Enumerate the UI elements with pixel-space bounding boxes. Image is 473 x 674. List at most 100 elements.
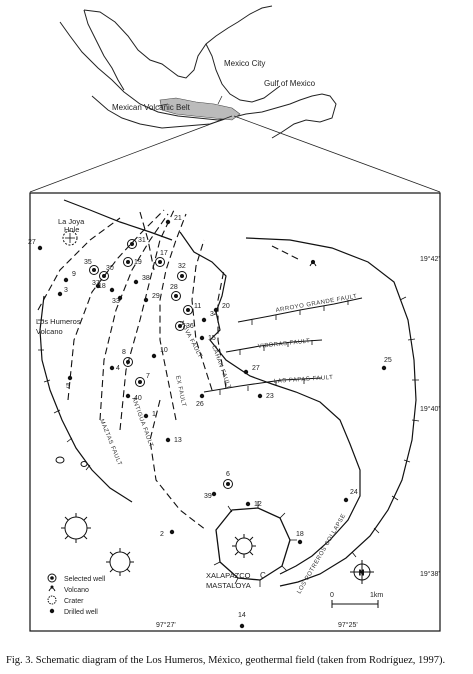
selected-well-ring xyxy=(183,305,193,315)
well-dot xyxy=(199,335,205,341)
scale-one: 1km xyxy=(370,592,383,599)
well-dot xyxy=(117,295,123,301)
inset-mexico-city-1: Mexico City xyxy=(224,59,265,68)
zoom-line-left xyxy=(29,115,233,193)
selected-well-ring xyxy=(123,357,133,367)
well-w6: 6 xyxy=(223,471,233,489)
well-w18: 18 xyxy=(98,283,115,293)
volcano-label: Volcano xyxy=(36,327,63,336)
well-w35: 35 xyxy=(84,259,99,275)
xalapazco-crater xyxy=(213,501,297,587)
well-w12: 12 xyxy=(245,501,262,508)
well-label: 19 xyxy=(134,259,142,266)
well-dot xyxy=(151,353,157,359)
map-frame xyxy=(29,192,441,632)
los-humeros-label: Los Humeros xyxy=(36,317,81,326)
legend-volcano: Volcano xyxy=(64,587,89,594)
lat-label-40: 19°40' xyxy=(420,405,440,413)
well-dot xyxy=(67,375,73,381)
well-label: 38 xyxy=(142,275,150,282)
ew-faults xyxy=(203,297,363,395)
mastaloya-label: MASTALOYA xyxy=(206,581,251,590)
well-w1: 1 xyxy=(143,411,156,419)
well-dot xyxy=(297,539,303,545)
well-w13: 13 xyxy=(165,437,182,444)
well-dot xyxy=(178,324,182,328)
well-dot xyxy=(169,529,175,535)
well-label: 8 xyxy=(122,349,126,356)
well-dot xyxy=(92,268,96,272)
well-label: 35 xyxy=(84,259,92,266)
lat-label-42: 19°42' xyxy=(420,255,440,263)
well-label: 24 xyxy=(350,489,358,496)
lon-label-27: 97°27' xyxy=(156,621,176,629)
well-label: 13 xyxy=(174,437,182,444)
well-w24: 24 xyxy=(343,489,358,503)
well-dot xyxy=(257,393,263,399)
wells-layer: 2793353037183331193829211732281134362015… xyxy=(28,215,392,629)
well-dot xyxy=(245,501,251,507)
well-label: 40 xyxy=(134,395,142,402)
well-label: 15 xyxy=(208,335,216,342)
vibdras-fault-label: VIBDRAS FAULT xyxy=(258,339,311,350)
well-label: 14 xyxy=(238,612,246,619)
well-dot xyxy=(165,437,171,443)
well-dot xyxy=(226,482,230,486)
well-label: 23 xyxy=(266,393,274,400)
well-label: 4 xyxy=(116,365,120,372)
well-label: 33 xyxy=(112,298,120,305)
legend-crater: Crater xyxy=(64,598,84,605)
well-w7: 7 xyxy=(135,373,150,387)
well-dot xyxy=(199,393,205,399)
selected-well-ring xyxy=(99,271,109,281)
hole-label: Hole xyxy=(64,225,79,234)
well-w34: 34 xyxy=(201,311,218,323)
well-dot xyxy=(243,369,249,375)
well-dot xyxy=(174,294,178,298)
well-w20: 20 xyxy=(213,303,230,313)
crater-symbols xyxy=(55,456,256,576)
well-label: 10 xyxy=(160,347,168,354)
well-label: 1 xyxy=(152,411,156,418)
well-w28: 28 xyxy=(170,284,181,301)
well-label: 20 xyxy=(222,303,230,310)
well-dot xyxy=(201,317,207,323)
selected-well-ring xyxy=(177,271,187,281)
selected-well-ring xyxy=(175,321,185,331)
well-dot xyxy=(109,365,115,371)
legend-selected-well: Selected well xyxy=(64,576,106,583)
mexico-coast-west xyxy=(91,95,229,129)
well-label: 2 xyxy=(160,531,164,538)
los-humeros-caldera xyxy=(38,199,420,587)
well-label: 29 xyxy=(152,293,160,300)
well-w9: 9 xyxy=(63,271,76,283)
well-label: 36 xyxy=(186,323,194,330)
well-label: 21 xyxy=(174,215,182,222)
selected-well-ring xyxy=(135,377,145,387)
dashed-faults xyxy=(37,209,301,531)
lat-label-38: 19°38' xyxy=(420,570,440,578)
arroyo-grande-fault-label: ARROYO GRANDE FAULT xyxy=(275,294,358,314)
well-dot xyxy=(37,245,43,251)
well-dot xyxy=(186,308,190,312)
well-w25: 25 xyxy=(381,357,392,371)
well-dot xyxy=(95,283,101,289)
well-label: 30 xyxy=(106,265,114,272)
zoom-line-right xyxy=(233,115,441,193)
selected-well-ring xyxy=(171,291,181,301)
well-w10: 10 xyxy=(151,347,168,359)
well-dot xyxy=(130,242,134,246)
well-w15: 15 xyxy=(199,335,216,342)
well-w33: 33 xyxy=(112,295,123,305)
well-w18b: 18 xyxy=(296,531,304,545)
well-w27a: 27 xyxy=(28,239,43,251)
well-dot xyxy=(138,380,142,384)
well-w4: 4 xyxy=(109,365,120,372)
well-label: 37 xyxy=(92,280,100,287)
well-label: 12 xyxy=(254,501,262,508)
los-potreros-collapse xyxy=(179,231,361,575)
well-w29: 29 xyxy=(143,293,160,303)
well-w32: 32 xyxy=(177,263,187,281)
well-dot xyxy=(213,307,219,313)
